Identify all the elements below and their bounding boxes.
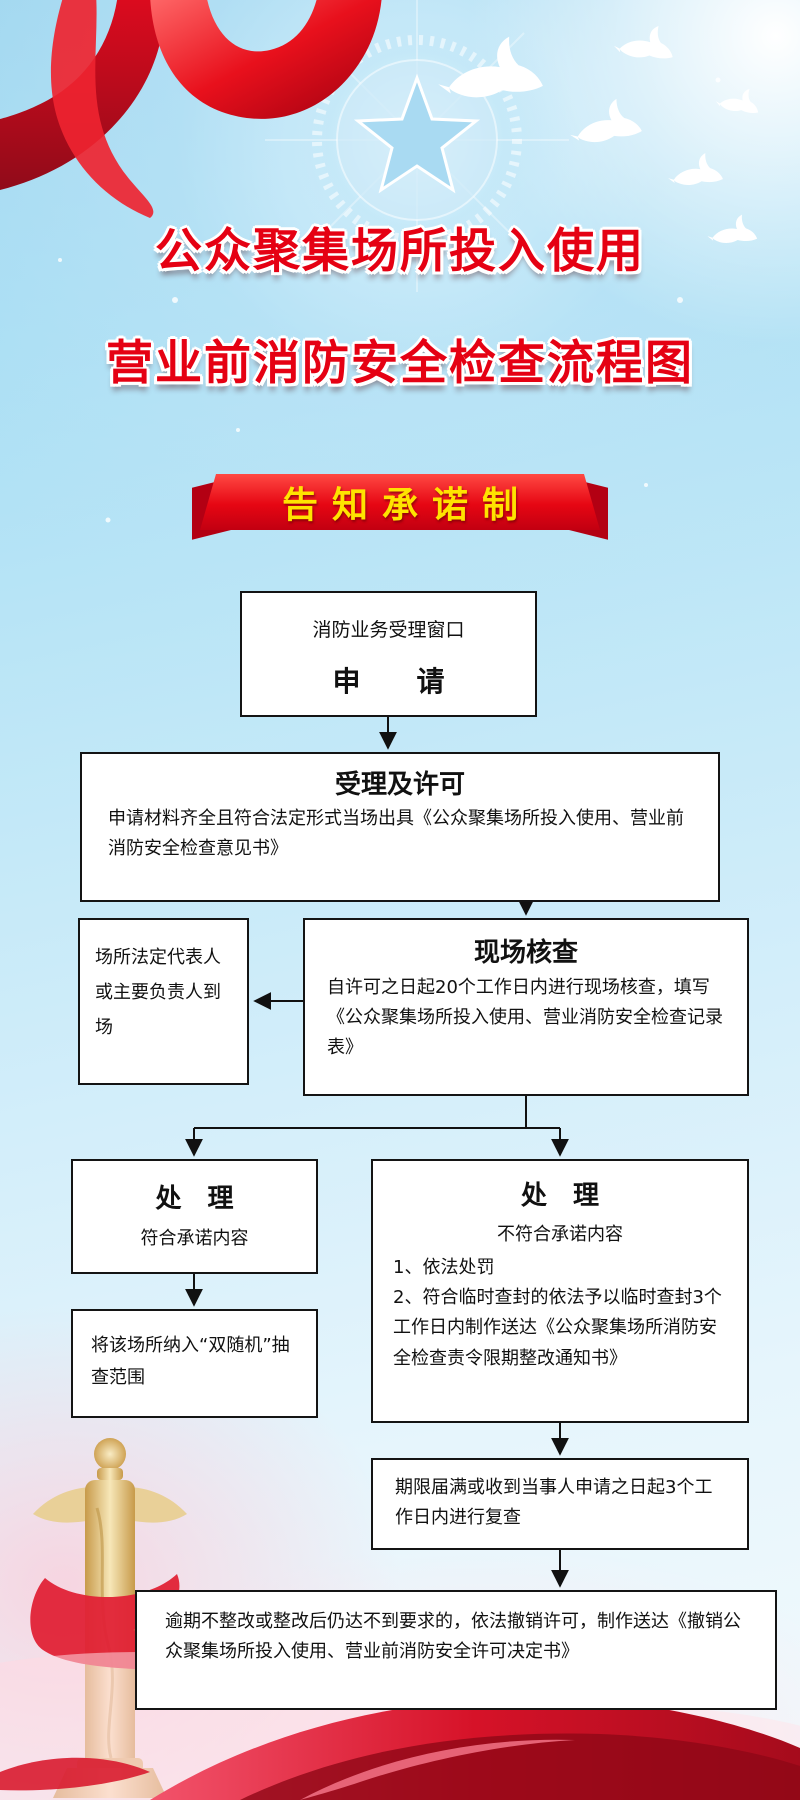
apply-title: 申 请 — [332, 665, 445, 698]
site-check-title: 现场核查 — [473, 938, 578, 968]
recheck-body: 期限届满或收到当事人申请之日起3个工作日内进行复查 — [395, 1477, 713, 1529]
representative-body: 场所法定代表人或主要负责人到场 — [95, 947, 221, 1039]
handle-fail-item: 2、符合临时查封的依法予以临时查封3个工作日内制作送达《公众聚集场所消防安全检查… — [393, 1287, 722, 1369]
flow-box-recheck: 期限届满或收到当事人申请之日起3个工作日内进行复查 — [371, 1458, 749, 1550]
dove-icon — [565, 95, 643, 147]
handle-fail-item: 1、依法处罚 — [393, 1257, 495, 1278]
flow-box-handle-fail: 处 理 不符合承诺内容 1、依法处罚 2、符合临时查封的依法予以临时查封3个工作… — [371, 1159, 749, 1423]
flow-box-handle-pass: 处 理 符合承诺内容 — [71, 1159, 318, 1274]
dove-icon — [714, 84, 762, 115]
site-check-body: 自许可之日起20个工作日内进行现场核查，填写《公众聚集场所投入使用、营业消防安全… — [327, 977, 723, 1059]
apply-window-label: 消防业务受理窗口 — [312, 619, 465, 641]
accept-title: 受理及许可 — [334, 770, 465, 800]
revoke-body: 逾期不整改或整改后仍达不到要求的，依法撤销许可，制作送达《撤销公众聚集场所投入使… — [165, 1611, 741, 1663]
handle-fail-subtitle: 不符合承诺内容 — [497, 1224, 623, 1245]
flow-box-site-check: 现场核查 自许可之日起20个工作日内进行现场核查，填写《公众聚集场所投入使用、营… — [303, 918, 749, 1096]
red-ribbon-icon — [0, 0, 382, 218]
poster-title-line1: 公众聚集场所投入使用 — [155, 224, 645, 279]
handle-fail-title: 处 理 — [520, 1181, 599, 1211]
random-check-body: 将该场所纳入“双随机”抽查范围 — [91, 1335, 290, 1389]
flow-box-revoke: 逾期不整改或整改后仍达不到要求的，依法撤销许可，制作送达《撤销公众聚集场所投入使… — [135, 1590, 777, 1710]
flow-box-accept: 受理及许可 申请材料齐全且符合法定形式当场出具《公众聚集场所投入使用、营业前消防… — [80, 752, 720, 902]
dove-icon — [434, 33, 544, 102]
accept-body: 申请材料齐全且符合法定形式当场出具《公众聚集场所投入使用、营业前消防安全检查意见… — [108, 808, 684, 860]
banner-label: 告知承诺制 — [281, 485, 532, 526]
poster-title-line2: 营业前消防安全检查流程图 — [106, 336, 694, 391]
dove-icon — [613, 23, 675, 60]
handle-pass-body: 符合承诺内容 — [140, 1228, 249, 1249]
handle-pass-title: 处 理 — [155, 1184, 234, 1214]
flow-box-random-check: 将该场所纳入“双随机”抽查范围 — [71, 1309, 318, 1418]
banner-band: 告知承诺制 — [200, 474, 600, 530]
flow-box-apply: 消防业务受理窗口 申 请 — [240, 591, 537, 717]
flow-box-representative: 场所法定代表人或主要负责人到场 — [78, 918, 249, 1085]
dove-icon — [665, 151, 724, 188]
banner-ribbon: 告知承诺制 — [192, 474, 608, 540]
